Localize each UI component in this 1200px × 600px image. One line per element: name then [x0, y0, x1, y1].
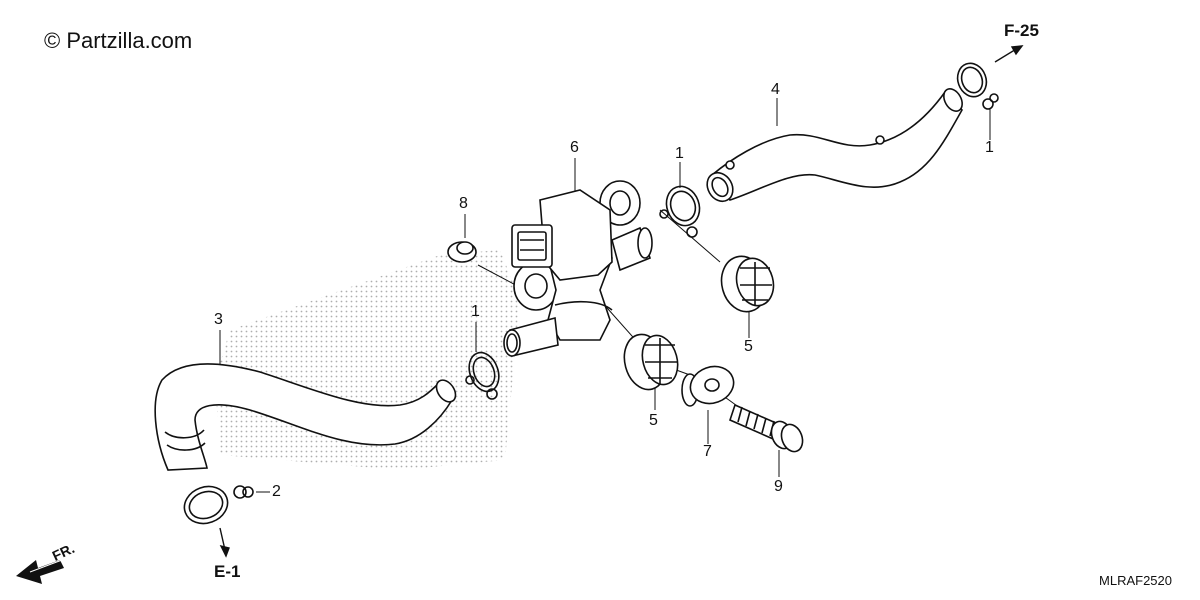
callout-4[interactable]: 4 [771, 81, 780, 98]
collar-7[interactable] [681, 361, 739, 410]
callout-8[interactable]: 8 [459, 195, 468, 212]
valve-6[interactable] [503, 180, 653, 357]
diagram-code: MLRAF2520 [1099, 573, 1172, 588]
callout-7[interactable]: 7 [703, 443, 712, 460]
callout-9[interactable]: 9 [774, 478, 783, 495]
mount-5-upper[interactable] [716, 251, 779, 316]
collar-8[interactable] [447, 241, 477, 263]
callout-5-upper[interactable]: 5 [744, 338, 753, 355]
clamp-1-left[interactable] [464, 348, 504, 400]
callout-1-middle[interactable]: 1 [675, 145, 684, 162]
callout-3[interactable]: 3 [214, 311, 223, 328]
callout-1-left[interactable]: 1 [471, 303, 480, 320]
clamp-1-right[interactable] [953, 59, 999, 110]
callout-5-lower[interactable]: 5 [649, 412, 658, 429]
clamp-2[interactable] [179, 481, 254, 530]
hose-3[interactable] [154, 363, 459, 471]
front-arrow [16, 559, 64, 584]
clamp-1-middle[interactable] [659, 182, 705, 238]
mount-5-lower[interactable] [618, 330, 682, 394]
ref-e1-label: E-1 [214, 562, 241, 581]
watermark: © Partzilla.com [44, 28, 193, 53]
ref-arrow-f25 [994, 45, 1024, 63]
callout-1-right[interactable]: 1 [985, 139, 994, 156]
bolt-9[interactable] [729, 403, 806, 455]
ref-f25-label: F-25 [1004, 21, 1039, 40]
ref-arrow-e1 [219, 527, 230, 558]
callout-2[interactable]: 2 [272, 483, 281, 500]
callout-6[interactable]: 6 [570, 139, 579, 156]
hose-4[interactable] [702, 86, 966, 206]
